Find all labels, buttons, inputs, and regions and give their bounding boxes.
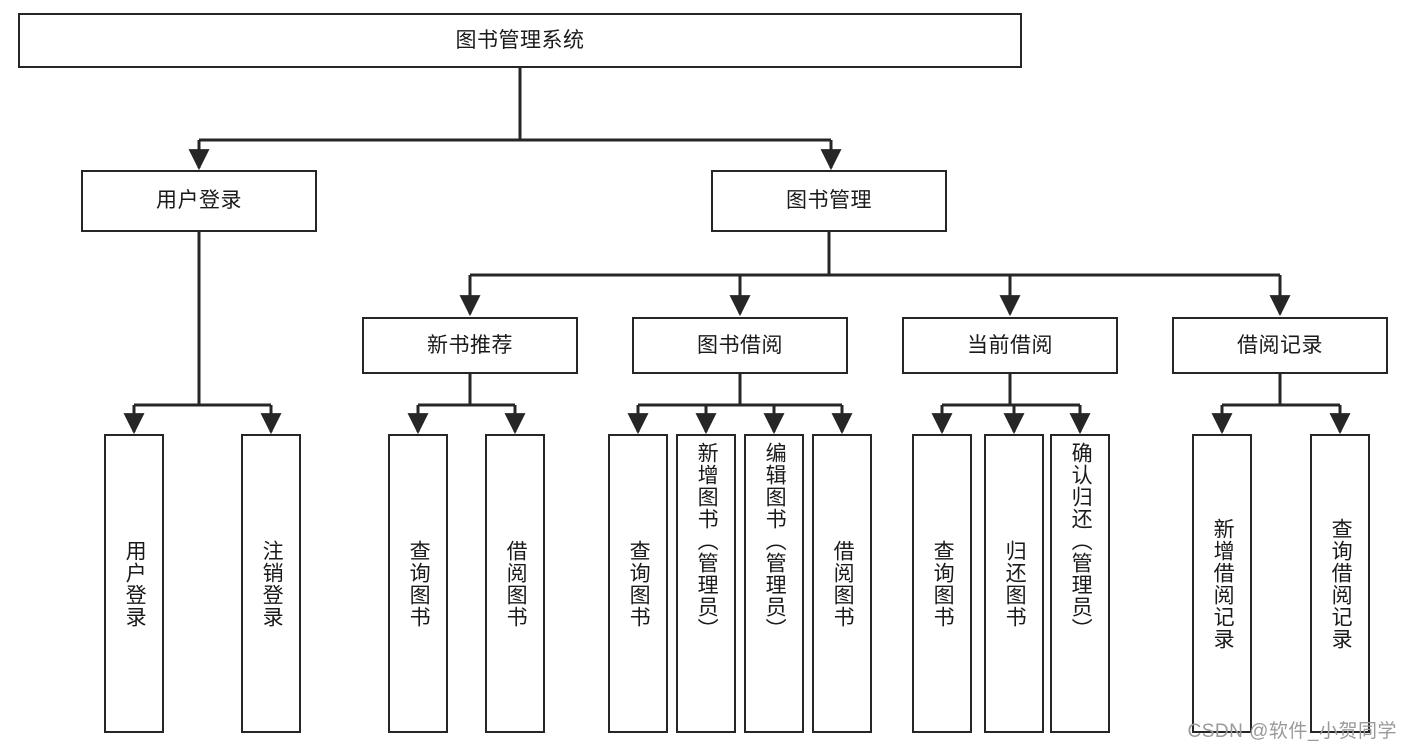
node-leaf-confirm-return-label: 确认归还（管理员）: [1069, 442, 1093, 640]
node-leaf-add-book[interactable]: 新增图书（管理员）: [676, 434, 736, 733]
node-borrow-record-label: 借阅记录: [1237, 333, 1323, 357]
node-leaf-user-login[interactable]: 用户登录: [104, 434, 164, 733]
node-book-manage-label: 图书管理: [786, 189, 872, 213]
node-new-book-rec[interactable]: 新书推荐: [362, 317, 578, 374]
node-leaf-confirm-return[interactable]: 确认归还（管理员）: [1050, 434, 1110, 733]
node-leaf-query-book-cur-label: 查询图书: [931, 539, 955, 628]
node-book-manage[interactable]: 图书管理: [711, 170, 947, 232]
node-leaf-borrow-book-rec[interactable]: 借阅图书: [485, 434, 545, 733]
node-user-login[interactable]: 用户登录: [81, 170, 317, 232]
node-leaf-add-record-label: 新增借阅记录: [1211, 517, 1235, 650]
node-leaf-query-book-rec[interactable]: 查询图书: [388, 434, 448, 733]
node-leaf-add-record[interactable]: 新增借阅记录: [1192, 434, 1252, 733]
node-root-label: 图书管理系统: [455, 28, 585, 52]
node-leaf-query-book-cur[interactable]: 查询图书: [912, 434, 972, 733]
node-leaf-edit-book[interactable]: 编辑图书（管理员）: [744, 434, 804, 733]
node-borrow-record[interactable]: 借阅记录: [1172, 317, 1388, 374]
node-leaf-borrow-book[interactable]: 借阅图书: [812, 434, 872, 733]
node-leaf-return-book[interactable]: 归还图书: [984, 434, 1044, 733]
node-leaf-query-book-borrow-label: 查询图书: [627, 539, 651, 628]
node-leaf-query-book-rec-label: 查询图书: [407, 539, 431, 628]
node-new-book-rec-label: 新书推荐: [427, 333, 513, 357]
node-leaf-borrow-book-label: 借阅图书: [831, 539, 855, 628]
node-leaf-return-book-label: 归还图书: [1003, 539, 1027, 628]
node-book-borrow[interactable]: 图书借阅: [632, 317, 848, 374]
node-leaf-edit-book-label: 编辑图书（管理员）: [763, 442, 787, 640]
node-leaf-user-login-label: 用户登录: [123, 539, 147, 628]
node-leaf-query-record-label: 查询借阅记录: [1329, 517, 1353, 650]
node-leaf-borrow-book-rec-label: 借阅图书: [504, 539, 528, 628]
node-current-borrow-label: 当前借阅: [967, 333, 1053, 357]
node-leaf-query-record[interactable]: 查询借阅记录: [1310, 434, 1370, 733]
node-leaf-logout-label: 注销登录: [260, 539, 284, 628]
node-leaf-logout[interactable]: 注销登录: [241, 434, 301, 733]
node-root[interactable]: 图书管理系统: [18, 13, 1022, 68]
node-current-borrow[interactable]: 当前借阅: [902, 317, 1118, 374]
node-leaf-query-book-borrow[interactable]: 查询图书: [608, 434, 668, 733]
node-leaf-add-book-label: 新增图书（管理员）: [695, 442, 719, 640]
node-user-login-label: 用户登录: [156, 189, 242, 213]
node-book-borrow-label: 图书借阅: [697, 333, 783, 357]
watermark-text: CSDN @软件_小贺同学: [1187, 721, 1397, 742]
